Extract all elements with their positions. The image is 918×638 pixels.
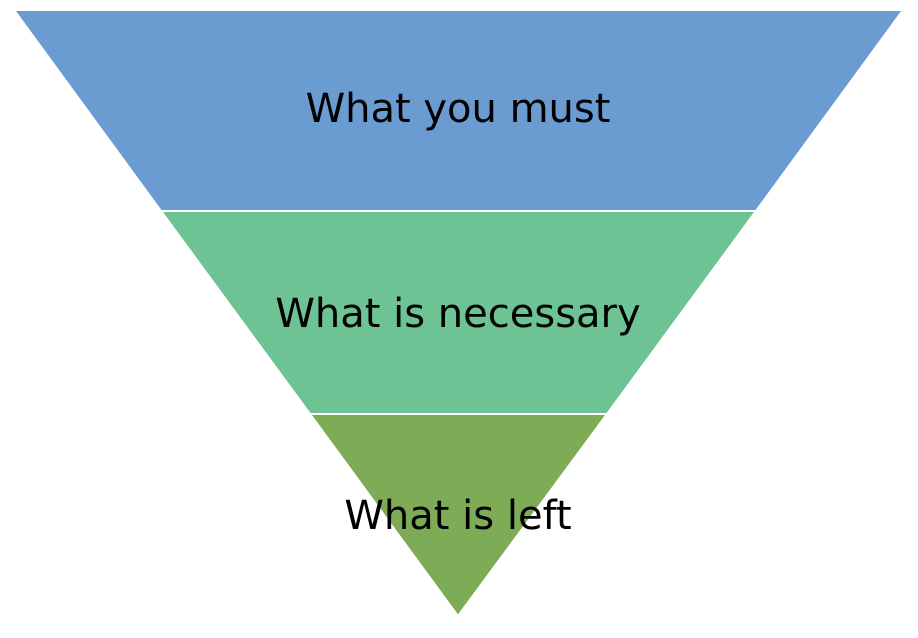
tier-top-label: What you must	[306, 86, 611, 132]
tier-bottom: What is left	[308, 413, 609, 618]
tier-middle-label: What is necessary	[275, 291, 640, 337]
tier-bottom-label: What is left	[344, 493, 571, 539]
tier-top: What you must	[12, 9, 905, 212]
tier-bottom-shape	[308, 413, 609, 618]
tier-middle: What is necessary	[159, 210, 758, 415]
